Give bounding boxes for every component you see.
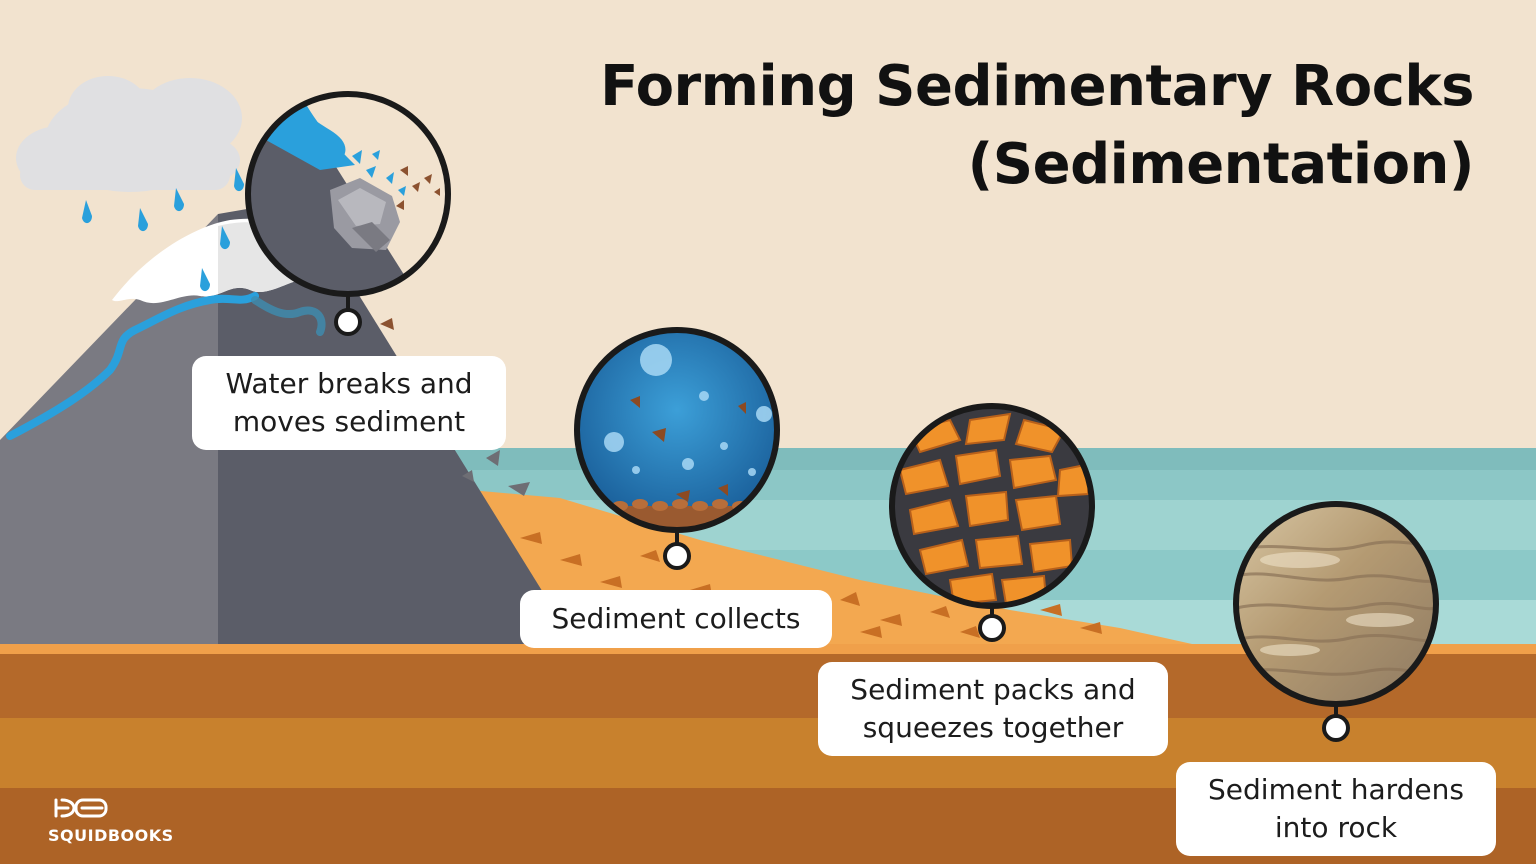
step-3-line-1: Sediment packs and — [850, 673, 1136, 706]
squid-logo-icon — [54, 798, 108, 818]
rain — [82, 168, 244, 292]
step-label-hardening: Sediment hardens into rock — [1176, 762, 1496, 856]
step-label-collecting: Sediment collects — [520, 590, 832, 648]
cloud — [16, 76, 242, 192]
step-1-line-2: moves sediment — [232, 405, 466, 438]
title-line-2: (Sedimentation) — [967, 132, 1475, 197]
brand-name: SQUIDBOOKS — [48, 826, 174, 845]
page-title: Forming Sedimentary Rocks (Sedimentation… — [574, 48, 1474, 204]
lens-weathering — [245, 91, 451, 336]
step-4-line-2: into rock — [1274, 811, 1398, 844]
soil-layers — [0, 644, 1536, 864]
step-4-line-1: Sediment hardens — [1208, 773, 1464, 806]
step-3-line-2: squeezes together — [862, 711, 1124, 744]
title-line-1: Forming Sedimentary Rocks — [600, 54, 1474, 119]
lens-compacting — [889, 403, 1095, 642]
step-label-weathering: Water breaks and moves sediment — [192, 356, 506, 450]
step-1-line-1: Water breaks and — [225, 367, 473, 400]
step-2-line-1: Sediment collects — [551, 602, 801, 635]
step-label-compacting: Sediment packs and squeezes together — [818, 662, 1168, 756]
lens-collecting — [574, 327, 780, 570]
lens-hardening — [1233, 501, 1439, 742]
